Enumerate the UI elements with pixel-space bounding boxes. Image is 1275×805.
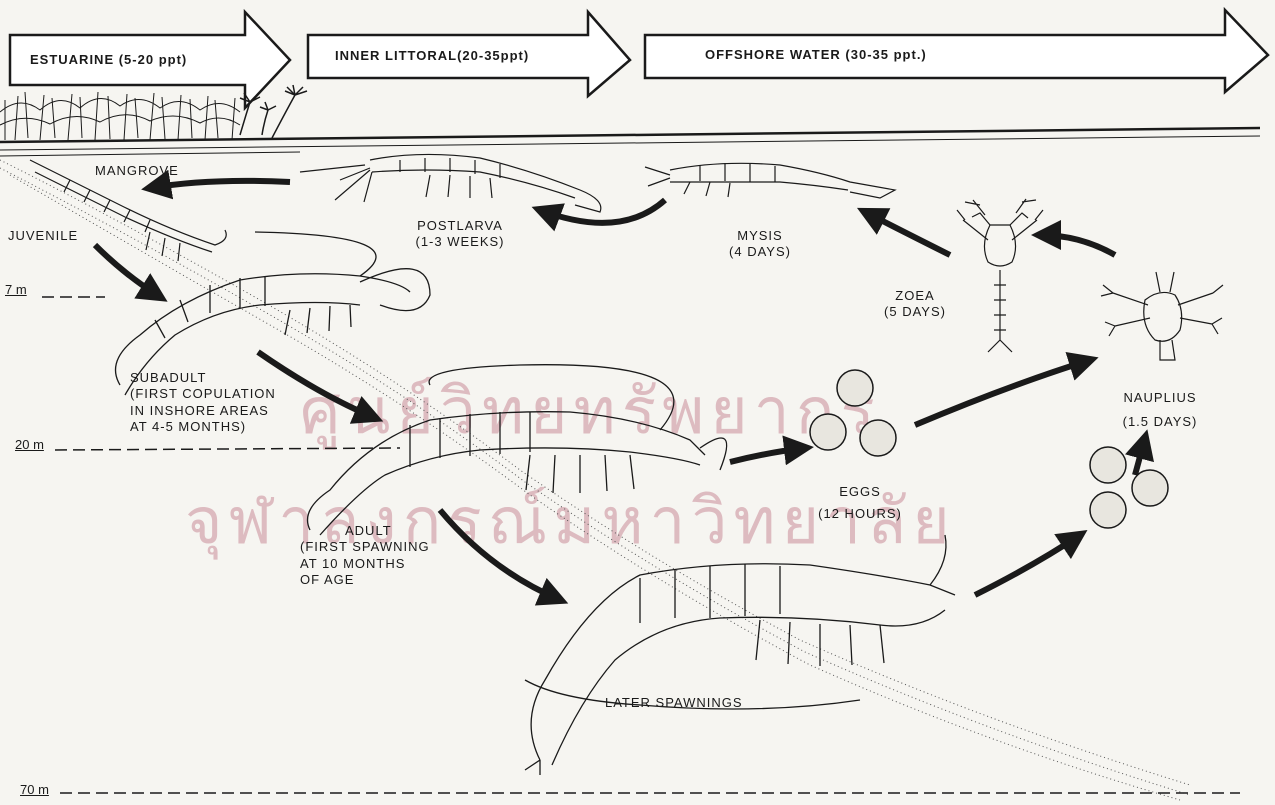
label-postlarva-duration: (1-3 WEEKS) [405, 234, 515, 250]
label-nauplius: NAUPLIUS (1.5 DAYS) [1100, 390, 1220, 431]
label-nauplius-duration: (1.5 DAYS) [1100, 414, 1220, 430]
mangrove-vegetation [0, 92, 240, 140]
label-mysis-duration: (4 DAYS) [705, 244, 815, 260]
label-subadult: SUBADULT (FIRST COPULATION IN INSHORE AR… [130, 370, 276, 435]
eggs-cluster-1 [810, 370, 896, 456]
nauplius-larva [1101, 272, 1223, 360]
label-zoea-name: ZOEA [860, 288, 970, 304]
label-juvenile: JUVENILE [8, 228, 78, 244]
label-postlarva: POSTLARVA (1-3 WEEKS) [405, 218, 515, 251]
label-subadult-line1: (FIRST COPULATION [130, 386, 276, 402]
label-adult-line3: OF AGE [300, 572, 430, 588]
depth-label-20m: 20 m [15, 437, 44, 453]
arrow-later-to-eggs [975, 535, 1080, 595]
label-subadult-line3: AT 4-5 MONTHS) [130, 419, 276, 435]
arrow-adult-to-later [440, 510, 560, 600]
zoea-larva [957, 199, 1043, 352]
zone-label-estuarine: ESTUARINE (5-20 ppt) [30, 52, 187, 68]
arrow-juvenile-to-subadult [95, 245, 160, 297]
label-nauplius-name: NAUPLIUS [1100, 390, 1220, 406]
adult-shrimp [308, 365, 727, 535]
zone-label-offshore: OFFSHORE WATER (30-35 ppt.) [705, 47, 927, 63]
label-adult: ADULT (FIRST SPAWNING AT 10 MONTHS OF AG… [300, 523, 430, 588]
arrow-postlarva-to-mangrove [150, 181, 290, 188]
mysis-larva [645, 163, 895, 198]
label-zoea-duration: (5 DAYS) [860, 304, 970, 320]
label-zoea: ZOEA (5 DAYS) [860, 288, 970, 321]
arrow-mysis-to-postlarva [540, 200, 665, 223]
arrow-zoea-to-mysis [865, 212, 950, 255]
label-subadult-line2: IN INSHORE AREAS [130, 403, 276, 419]
water-surface [0, 128, 1260, 156]
label-later-spawnings: LATER SPAWNINGS [605, 695, 743, 711]
arrow-nauplius-to-zoea [1040, 235, 1115, 255]
label-mysis: MYSIS (4 DAYS) [705, 228, 815, 261]
label-adult-line2: AT 10 MONTHS [300, 556, 430, 572]
label-subadult-name: SUBADULT [130, 370, 276, 386]
later-spawning-shrimp [525, 535, 955, 775]
label-eggs-name: EGGS [800, 484, 920, 500]
depth-label-70m: 70 m [20, 782, 49, 798]
label-postlarva-name: POSTLARVA [405, 218, 515, 234]
arrow-eggs-to-nauplius-2 [1135, 438, 1145, 475]
label-adult-line1: (FIRST SPAWNING [300, 539, 430, 555]
arrow-eggs-to-nauplius [915, 360, 1090, 425]
label-mangrove: MANGROVE [95, 163, 179, 179]
postlarva-shrimp [300, 154, 601, 212]
eggs-cluster-2 [1090, 447, 1168, 528]
depth-label-7m: 7 m [5, 282, 27, 298]
zone-label-inner-littoral: INNER LITTORAL(20-35ppt) [335, 48, 529, 64]
label-mysis-name: MYSIS [705, 228, 815, 244]
label-eggs: EGGS (12 HOURS) [800, 484, 920, 523]
label-adult-name: ADULT [300, 523, 430, 539]
arrow-adult-to-eggs [730, 448, 805, 462]
label-eggs-duration: (12 HOURS) [800, 506, 920, 522]
